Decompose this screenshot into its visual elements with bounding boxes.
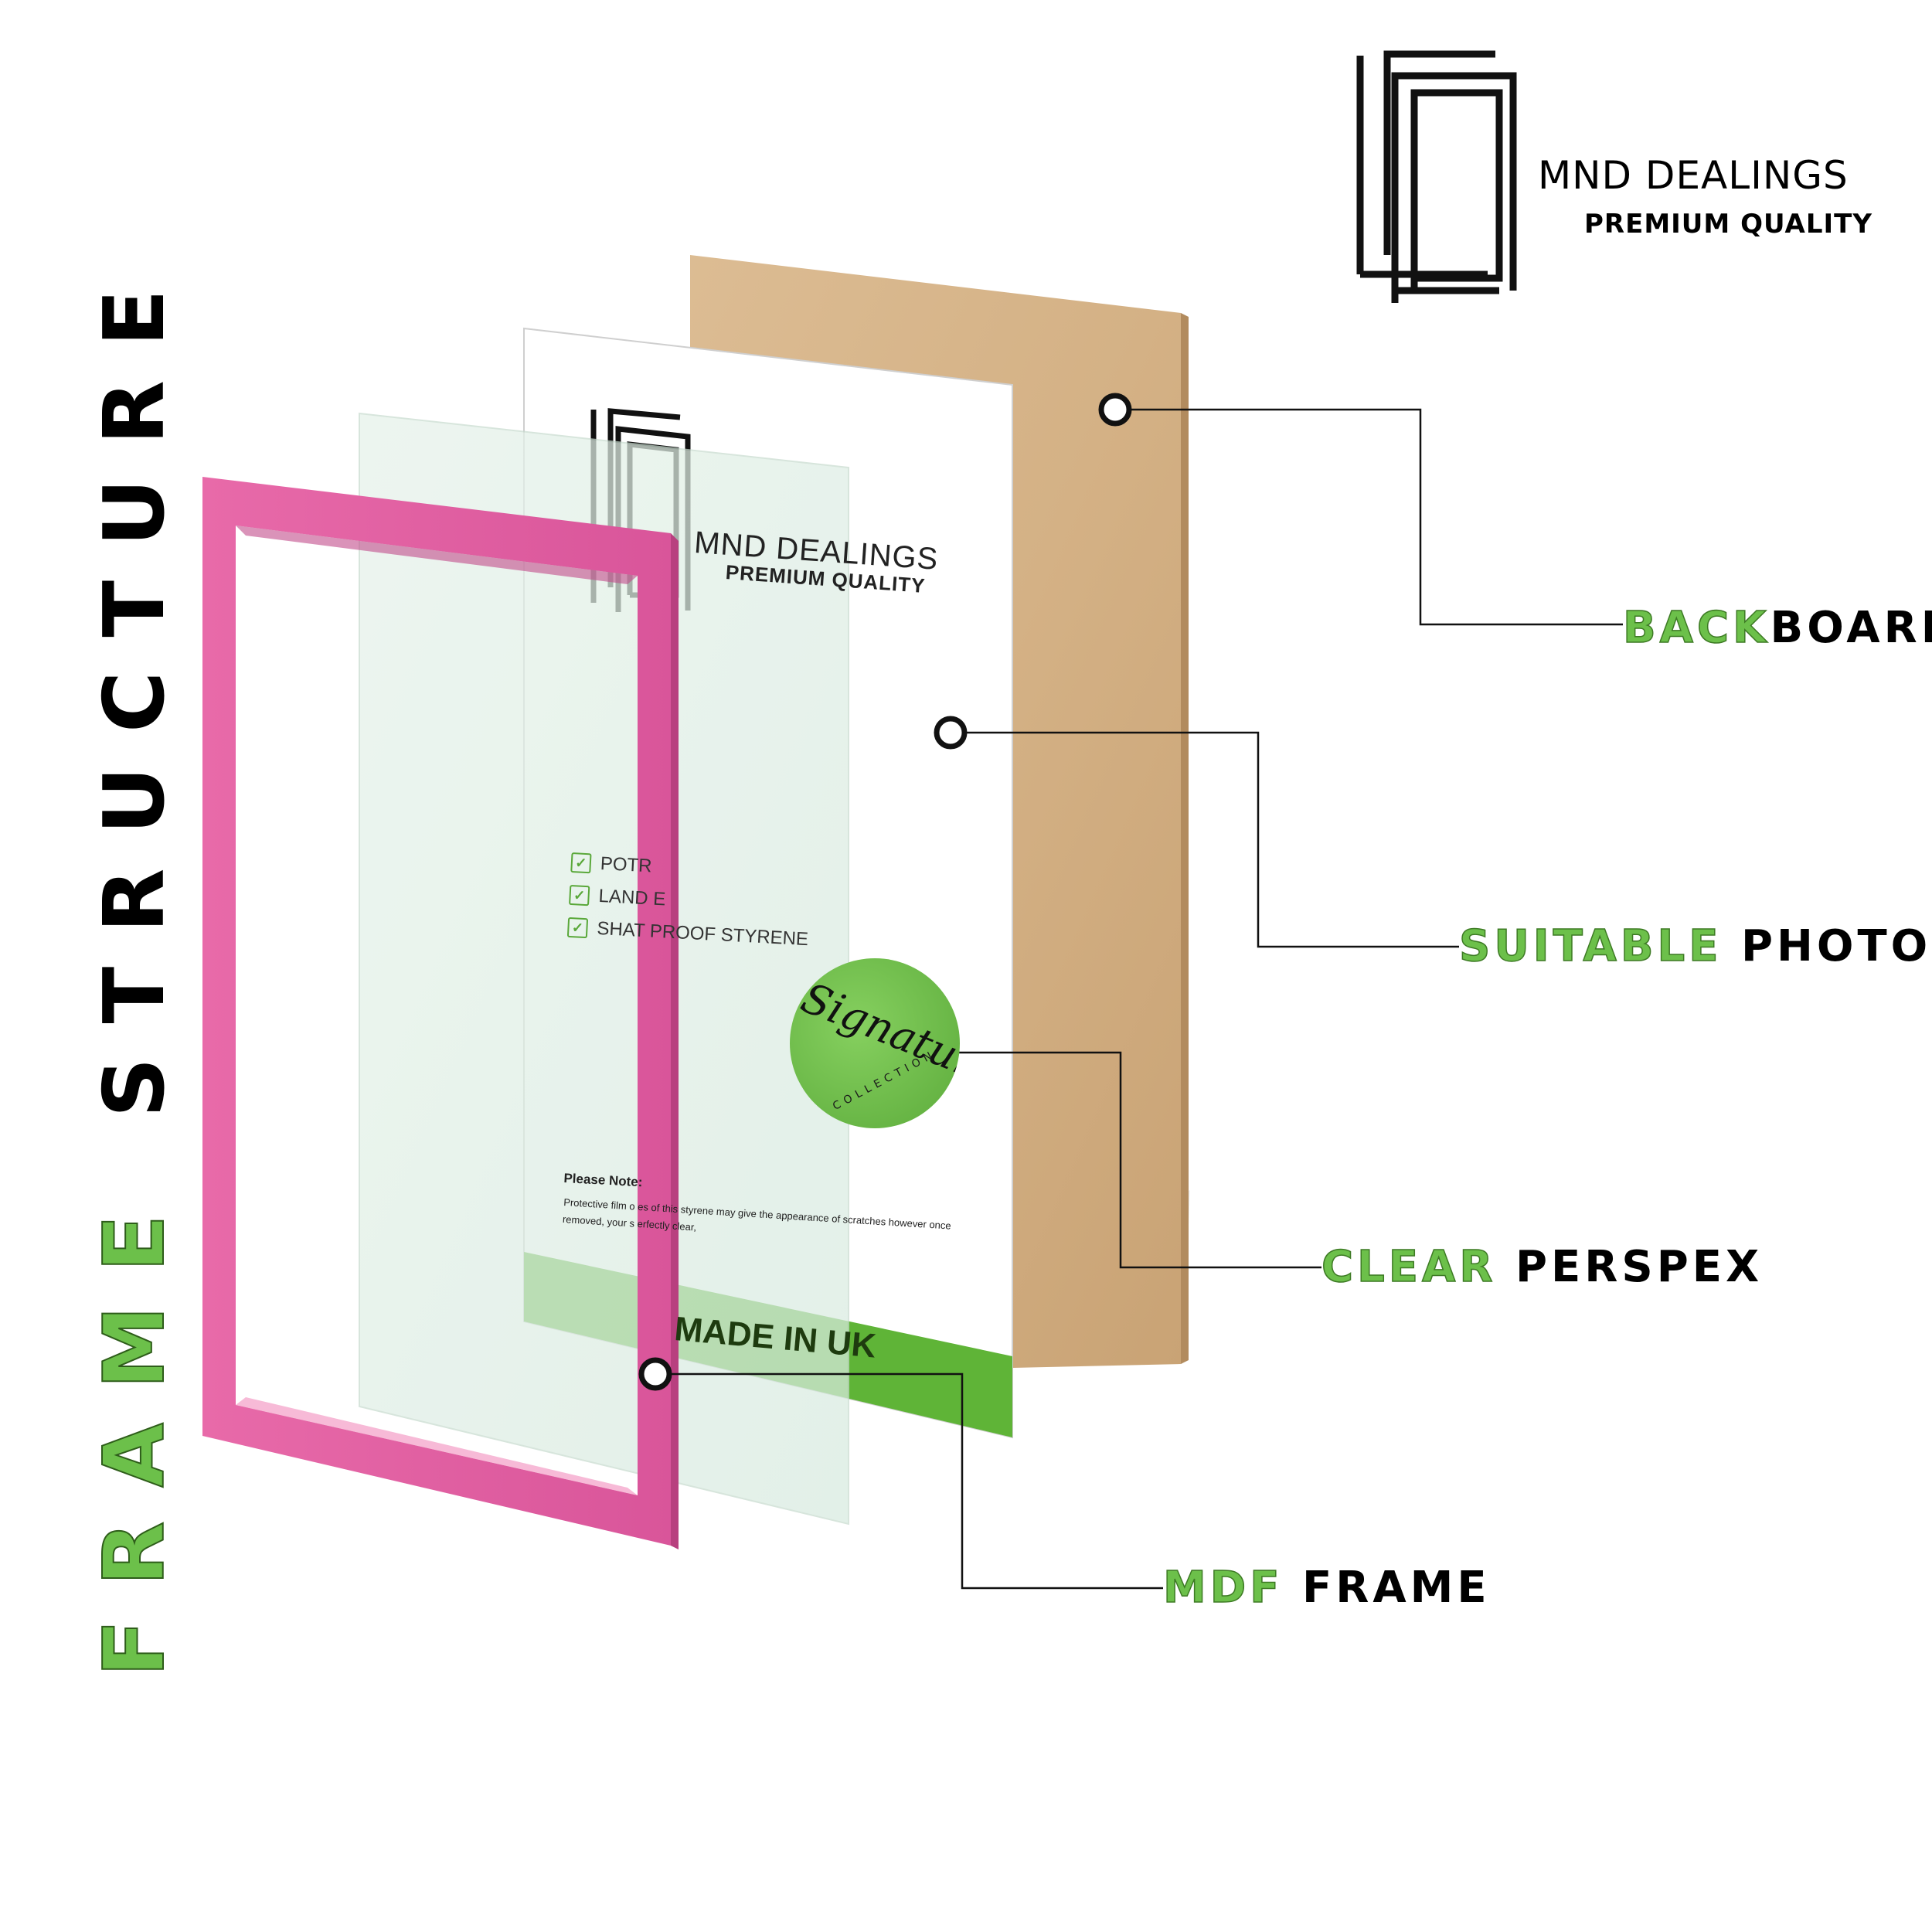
photo-connector-line xyxy=(951,731,1459,948)
label-frame-green: MDF xyxy=(1162,1563,1284,1613)
checklist-item-label: LAND E xyxy=(597,885,666,910)
signature-collection-badge: Signature COLLECTION xyxy=(790,958,960,1128)
badge-sub-text: COLLECTION xyxy=(830,1047,939,1114)
perspex-connector-line xyxy=(813,1051,1321,1269)
checkbox-icon xyxy=(570,852,592,874)
label-photo-green: SUITABLE xyxy=(1458,921,1723,971)
checkbox-icon xyxy=(566,917,589,939)
mdf-frame-layer xyxy=(202,477,679,1549)
brand-tagline: PREMIUM QUALITY xyxy=(1584,209,1872,240)
photo-callout-dot xyxy=(934,716,968,750)
label-backboard-green: BACK xyxy=(1622,603,1770,653)
sheet-checklist: POTR LAND E SHAT PROOF STYRENE xyxy=(566,846,812,956)
backboard-connector-line xyxy=(1115,408,1623,626)
checklist-item-label: SHAT PROOF STYRENE xyxy=(596,917,809,951)
label-frame-black: FRAME xyxy=(1301,1563,1491,1613)
checklist-item-label: POTR xyxy=(600,852,653,877)
label-mdf-frame: MDF FRAME xyxy=(1162,1563,1491,1613)
label-backboard: BACKBOARD xyxy=(1622,606,1932,651)
frame-connector-line xyxy=(655,1372,1163,1590)
brand-name: MND DEALINGS xyxy=(1538,153,1849,198)
label-suitable-photo: SUITABLE PHOTO xyxy=(1458,924,1931,969)
backboard-callout-dot xyxy=(1098,393,1132,427)
badge-script-text: Signature xyxy=(794,973,960,1097)
label-perspex-green: CLEAR xyxy=(1321,1242,1497,1292)
label-photo-black: PHOTO xyxy=(1740,921,1932,971)
frame-callout-dot xyxy=(638,1357,672,1391)
label-perspex-black: PERSPEX xyxy=(1515,1242,1764,1292)
label-clear-perspex: CLEAR PERSPEX xyxy=(1321,1245,1763,1290)
label-backboard-black: BOARD xyxy=(1770,603,1932,653)
checkbox-icon xyxy=(569,884,590,906)
perspex-layer xyxy=(359,412,849,1526)
